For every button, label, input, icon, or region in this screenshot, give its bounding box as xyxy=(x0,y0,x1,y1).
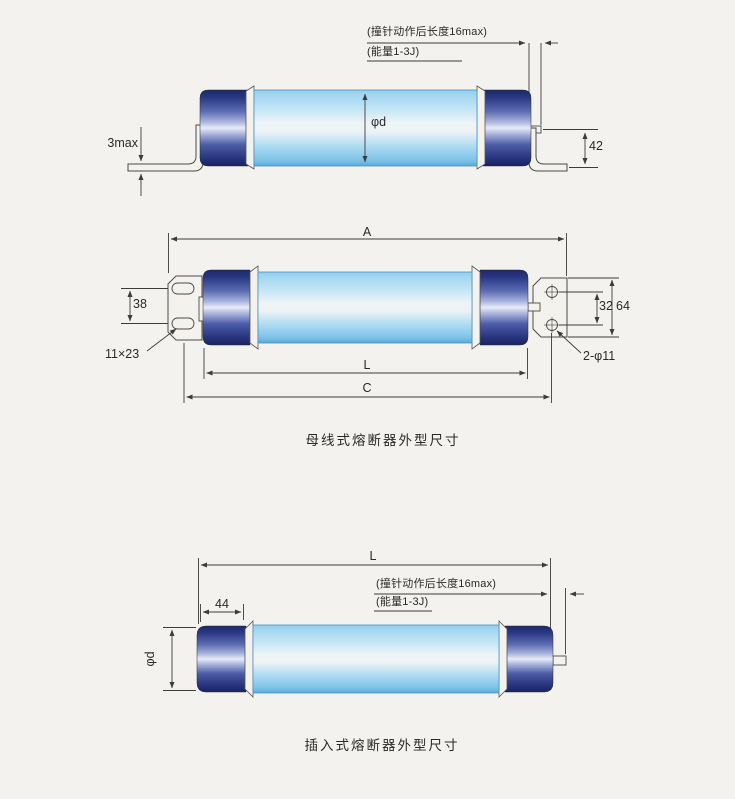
fuse-cap-left xyxy=(199,89,249,167)
bracket-right xyxy=(528,127,568,172)
dim-label-holes: 2-φ11 xyxy=(583,349,616,363)
striker-length-note-plugin: (撞针动作后长度16max) xyxy=(376,578,497,590)
dim-label-42: 42 xyxy=(589,139,603,153)
flange-right xyxy=(476,85,486,170)
dim-label-3max: 3max xyxy=(107,136,138,150)
dim-label-L-busbar: L xyxy=(363,358,371,372)
top-fuse-drawing xyxy=(127,40,598,196)
fuse-cap-left xyxy=(202,269,251,346)
dim-label-44: 44 xyxy=(215,597,229,611)
fuse-body xyxy=(253,89,478,167)
dim-label-A: A xyxy=(362,225,372,239)
striker-length-note: (撞针动作后长度16max) xyxy=(367,26,488,38)
fuse-cap-right xyxy=(482,89,532,167)
fuse-cap-right xyxy=(504,625,554,693)
energy-note-plugin: (能量1-3J) xyxy=(376,596,429,608)
dim-label-C: C xyxy=(362,381,372,395)
dim-label-L-plugin: L xyxy=(369,549,377,563)
fuse-cap-left xyxy=(196,625,247,693)
dim-label-slot-size: 11×23 xyxy=(105,347,140,361)
mounting-plate-right xyxy=(532,277,568,338)
slot-top xyxy=(171,282,195,295)
striker-pin xyxy=(552,655,567,666)
dim-label-diameter: φd xyxy=(371,115,387,129)
slot-bottom xyxy=(171,317,195,330)
busbar-caption: 母线式熔断器外型尺寸 xyxy=(305,433,461,448)
fuse-body xyxy=(252,624,500,694)
plugin-fuse-drawing xyxy=(163,558,584,698)
dim-label-32: 32 xyxy=(599,299,613,313)
flange-left xyxy=(244,620,254,698)
dim-label-diameter-plugin: φd xyxy=(143,651,157,667)
bracket-left xyxy=(127,124,204,172)
energy-note: (能量1-3J) xyxy=(367,46,420,58)
fuse-body xyxy=(257,271,473,344)
flange-right xyxy=(498,620,508,698)
flange-left xyxy=(249,265,259,350)
fuse-cap-right xyxy=(479,269,529,346)
dim-label-64: 64 xyxy=(616,299,630,313)
plugin-caption: 插入式熔断器外型尺寸 xyxy=(304,738,460,753)
flange-left xyxy=(245,85,255,170)
striker-pin xyxy=(527,302,541,312)
dim-label-38: 38 xyxy=(133,297,147,311)
busbar-fuse-drawing xyxy=(121,233,619,403)
flange-right xyxy=(471,265,481,350)
